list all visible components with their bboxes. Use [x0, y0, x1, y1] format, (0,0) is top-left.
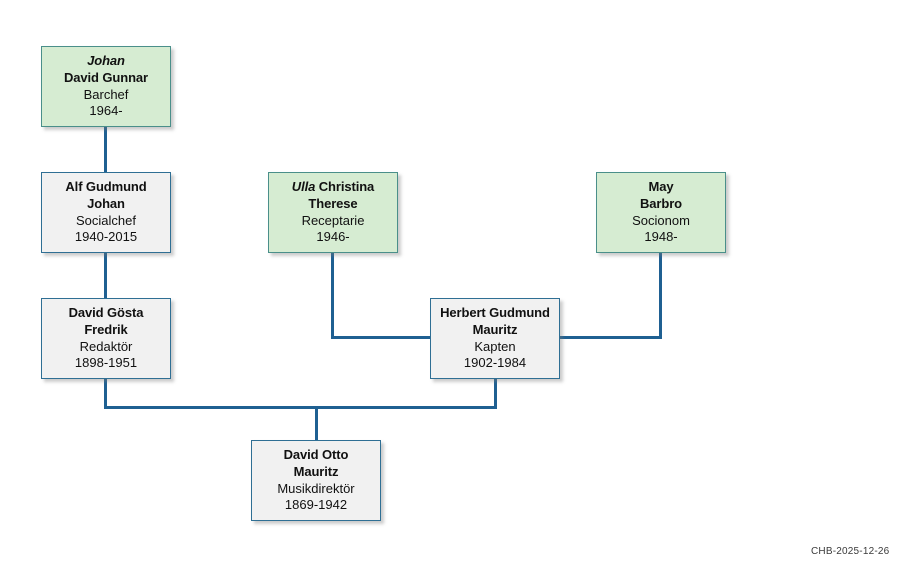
connector-may-drop [659, 252, 662, 339]
person-node-david-otto-mauritz[interactable]: David Otto Mauritz Musikdirektör 1869-19… [251, 440, 381, 521]
connector-alf-to-fredrik [104, 252, 107, 299]
person-node-alf-gudmund-johan[interactable]: Alf Gudmund Johan Socialchef 1940-2015 [41, 172, 171, 253]
person-occupation: Kapten [474, 338, 516, 354]
connector-parents-bar [104, 406, 497, 409]
person-name-line1: David Gösta [68, 304, 144, 320]
person-call-name: Johan [87, 52, 125, 68]
person-name-line1: May [648, 178, 674, 194]
person-occupation: Receptarie [301, 212, 365, 228]
person-occupation: Barchef [83, 86, 129, 102]
person-name-line2: Fredrik [84, 321, 128, 337]
person-name-line1: Ulla Christina [291, 178, 375, 196]
person-occupation: Socionom [632, 212, 690, 228]
chart-stamp: CHB-2025-12-26 [811, 546, 890, 557]
person-name-line2: Therese [308, 195, 358, 211]
person-occupation: Socialchef [76, 212, 136, 228]
connector-ulla-drop [331, 252, 334, 339]
person-node-ulla-christina-therese[interactable]: Ulla Christina Therese Receptarie 1946- [268, 172, 398, 253]
connector-fredrik-drop [104, 378, 107, 409]
connector-bar-to-david-otto [315, 406, 318, 441]
person-name-line1: David Otto [283, 446, 349, 462]
connector-herbert-drop [494, 378, 497, 409]
person-name-line1: Herbert Gudmund [440, 304, 550, 320]
person-name-line1: Johan [87, 53, 125, 70]
person-call-name: Ulla [291, 178, 316, 194]
person-years: 1902-1984 [463, 355, 527, 371]
person-years: 1898-1951 [74, 355, 138, 371]
person-name-line2: Johan [87, 195, 125, 211]
person-occupation: Redaktör [79, 338, 133, 354]
person-occupation: Musikdirektör [277, 480, 355, 496]
connector-ulla-to-herbert [331, 336, 432, 339]
person-years: 1940-2015 [74, 229, 138, 245]
person-years: 1869-1942 [284, 497, 348, 513]
person-name-line1: Alf Gudmund [65, 178, 147, 194]
person-node-herbert-gudmund-mauritz[interactable]: Herbert Gudmund Mauritz Kapten 1902-1984 [430, 298, 560, 379]
person-name-line2: Mauritz [293, 463, 339, 479]
person-node-may-barbro[interactable]: May Barbro Socionom 1948- [596, 172, 726, 253]
person-name-rest: Christina [318, 178, 375, 194]
person-years: 1964- [89, 103, 123, 119]
connector-may-to-herbert [558, 336, 662, 339]
person-name-line2: Barbro [639, 195, 683, 211]
person-node-david-gosta-fredrik[interactable]: David Gösta Fredrik Redaktör 1898-1951 [41, 298, 171, 379]
person-node-johan-david-gunnar[interactable]: Johan David Gunnar Barchef 1964- [41, 46, 171, 127]
person-years: 1946- [316, 229, 350, 245]
connector-johan-to-alf [104, 127, 107, 173]
person-name-line2: Mauritz [472, 321, 518, 337]
person-name-line2: David Gunnar [63, 69, 149, 85]
person-years: 1948- [644, 229, 678, 245]
